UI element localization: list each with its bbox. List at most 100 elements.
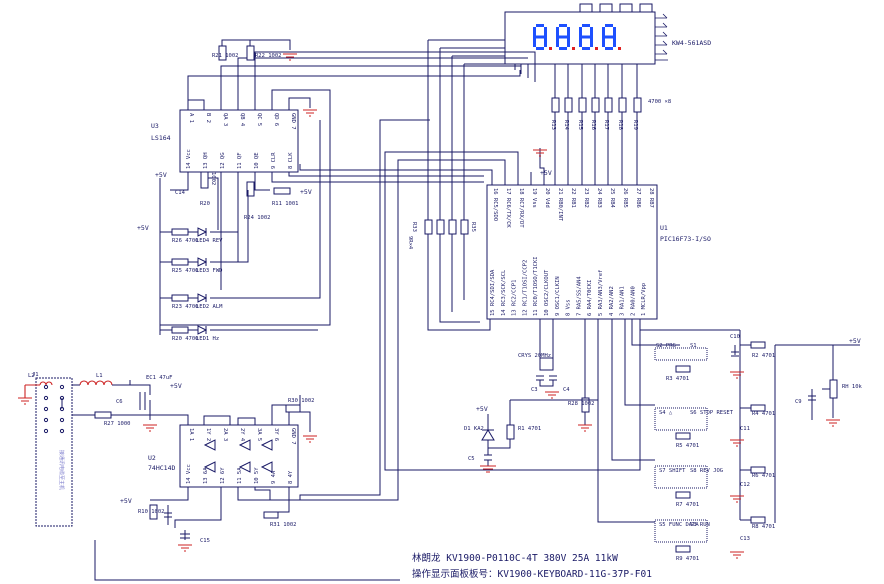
r26-label: R26 4700	[172, 238, 199, 244]
led4-label: LED4 REV	[196, 238, 223, 244]
segment-0	[536, 24, 544, 27]
rh-label: RH 10k	[842, 384, 863, 390]
segment-4	[533, 37, 536, 47]
pin-label: 26 RB5	[622, 188, 628, 208]
r35-label: R35	[470, 222, 476, 232]
r32-label: R33	[411, 222, 417, 232]
u3-ref: U3	[151, 122, 159, 130]
pin-label: 21 RB0/INT	[557, 188, 563, 222]
segment-3	[559, 47, 567, 50]
digit-3	[602, 24, 621, 50]
segment-2	[567, 37, 570, 47]
r4-label: R4 4701	[752, 411, 775, 417]
segment-0	[582, 24, 590, 27]
display-part-label: KW4-561ASD	[672, 39, 711, 47]
s8-label: S8 REV JOG	[690, 468, 723, 474]
decimal-point	[549, 47, 552, 50]
u1-ref: U1	[660, 224, 668, 232]
pin-label: 2A 3	[222, 428, 228, 441]
rd-label-6: R19	[632, 120, 638, 130]
pin-label: 1Y 2	[205, 428, 211, 441]
seven-segment-display: KW4-561ASD	[504, 11, 711, 65]
r9-label: R9 4701	[676, 556, 699, 562]
c14-label: C14	[175, 190, 186, 196]
pin-label: 22 RB1	[570, 188, 576, 208]
digit-1	[556, 24, 575, 50]
keypad-bus	[597, 319, 860, 523]
pot-rh: RH 10k C9	[795, 345, 863, 420]
segment-2	[613, 37, 616, 47]
r24-label: R24 1002	[244, 215, 271, 221]
segment-4	[556, 37, 559, 47]
d1-label: D1 KA2	[464, 426, 484, 432]
u2-wires	[100, 119, 430, 528]
resistor-pack-r32: R33 9R×4 R35	[407, 219, 476, 250]
led3-label: LED3 FWD	[196, 268, 223, 274]
segment-2	[544, 37, 547, 47]
pin-label: 13 QH	[203, 152, 209, 169]
r2-label: R2 4701	[752, 353, 775, 359]
pin-label: 11 QF	[237, 152, 243, 169]
led-vcc: +5V	[137, 224, 149, 232]
rd-label-2: R15	[577, 120, 583, 130]
pin-label: 9 OSC1/CLKIN	[555, 276, 561, 316]
switch-row-2: S4 △ S6 STOP RESET R5 4701 R4 4701 C11	[654, 404, 775, 449]
mcu-vcc-label: +5V	[540, 169, 552, 177]
decimal-point	[572, 47, 575, 50]
pin-label: GND 7	[290, 113, 296, 130]
l1-label: L1	[96, 373, 103, 379]
led-column: +5V R26 4700 LED4 REV R25 4700 LED3 FWD …	[137, 120, 321, 342]
u3-wires	[159, 51, 536, 326]
segment-0	[605, 24, 613, 27]
s2-label: S2 PRG	[656, 343, 676, 349]
pin-label: 3Y 6	[273, 428, 279, 441]
segment-3	[536, 47, 544, 50]
pin-label: 14 RC3/SCK/SCL	[501, 269, 507, 316]
r21-label: R21 1002	[212, 53, 239, 59]
oscillator: CRYS 20MHz C3 C4 R28 1002	[518, 319, 595, 425]
r10-label: R10 1002	[138, 509, 165, 515]
s1-label: S1	[690, 343, 697, 349]
c9-label: C9	[795, 399, 802, 405]
segment-6	[536, 35, 544, 39]
pin-label: 8 4Y	[288, 470, 294, 484]
segment-3	[605, 47, 613, 50]
c12-label: C12	[740, 482, 750, 488]
c3-label: C3	[531, 387, 538, 393]
input-filter: L2 L1 EC1 47uF +5V C6 R27 1000	[25, 373, 182, 427]
pin-label: 5 RA3/AN3/Vref	[598, 270, 604, 316]
switch-row-1: S2 PRG S1 R3 4701 C10 R2 4701	[654, 334, 775, 382]
r20-value: 1002	[210, 172, 216, 185]
segment-1	[590, 27, 593, 37]
pin-label: GND 7	[290, 428, 296, 445]
s6-label: S6 STOP RESET	[690, 410, 734, 416]
segment-6	[582, 35, 590, 39]
led1-label: LED1 Hz	[196, 336, 219, 342]
segment-6	[605, 35, 613, 39]
r25-label: R25 4700	[172, 268, 199, 274]
r5-label: R5 4701	[676, 443, 699, 449]
segment-5	[579, 27, 582, 37]
u1-part: PIC16F73-I/SO	[660, 235, 711, 243]
pin-label: 4 RA2/AN2	[609, 286, 615, 316]
u2-part: 74HC14D	[148, 464, 175, 472]
r11-vcc: +5V	[300, 188, 312, 196]
pin-label: 12 6Y	[220, 467, 226, 484]
r28-label: R28 1002	[568, 401, 595, 407]
pin-label: A 1	[188, 113, 194, 123]
c6-label: C6	[116, 399, 123, 405]
pin-label: 3 RA1/AN1	[620, 286, 626, 316]
pin-label: 13 RC2/CCP1	[512, 280, 518, 316]
pin-label: 11 RC0/T1OSO/T1CKI	[533, 256, 539, 316]
s5-label: S5 FUNC DATA	[659, 522, 699, 528]
segment-0	[559, 24, 567, 27]
rd-label-5: R18	[617, 120, 623, 130]
pin-label: QD 6	[273, 113, 279, 126]
mcu-rc-wires	[427, 39, 505, 331]
r27-label: R27 1000	[104, 421, 131, 427]
pin-label: 28 RB7	[648, 188, 654, 208]
pin-label: 6 RA4/T0CKI	[587, 280, 593, 316]
segment-1	[544, 27, 547, 37]
display-segment-wires	[514, 3, 653, 100]
